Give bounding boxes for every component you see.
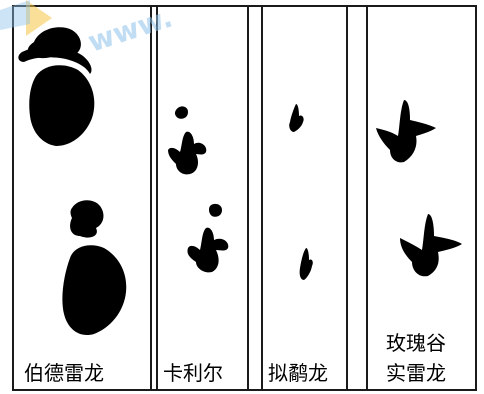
frame — [12, 5, 477, 391]
footprint-large-bottom-heel — [70, 200, 104, 238]
column-4-footprints — [376, 100, 462, 277]
watermark-shape-blue — [0, 0, 30, 30]
footprint-small-dot-2 — [208, 203, 222, 217]
watermark-shape-yellow — [26, 0, 52, 36]
footprint-large-top-pad — [29, 65, 95, 146]
footprint-tiny-1 — [289, 104, 304, 132]
footprint-three-toe-2 — [187, 227, 229, 273]
footprint-large-top-arc — [18, 46, 92, 74]
footprint-tridactyl-2 — [400, 214, 462, 277]
outer-border — [12, 5, 477, 391]
label-column-1: 伯德雷龙 — [24, 361, 104, 385]
column-1-footprints — [18, 27, 127, 336]
label-column-2: 卡利尔 — [163, 361, 223, 385]
label-column-4-line-1: 玫瑰谷 — [386, 331, 446, 355]
footprint-three-toe-1 — [168, 131, 207, 175]
column-3-footprints — [289, 104, 313, 280]
label-column-3: 拟鹬龙 — [268, 361, 328, 385]
watermark-logo: www. — [0, 0, 176, 59]
footprint-small-dot-1 — [174, 106, 188, 119]
footprint-tridactyl-1 — [376, 100, 436, 163]
watermark-text: www. — [84, 1, 176, 59]
footprint-large-bottom-pad — [62, 245, 127, 336]
footprint-tiny-2 — [299, 248, 313, 280]
label-column-4-line-2: 实雷龙 — [386, 361, 446, 385]
column-2-footprints — [168, 106, 229, 273]
